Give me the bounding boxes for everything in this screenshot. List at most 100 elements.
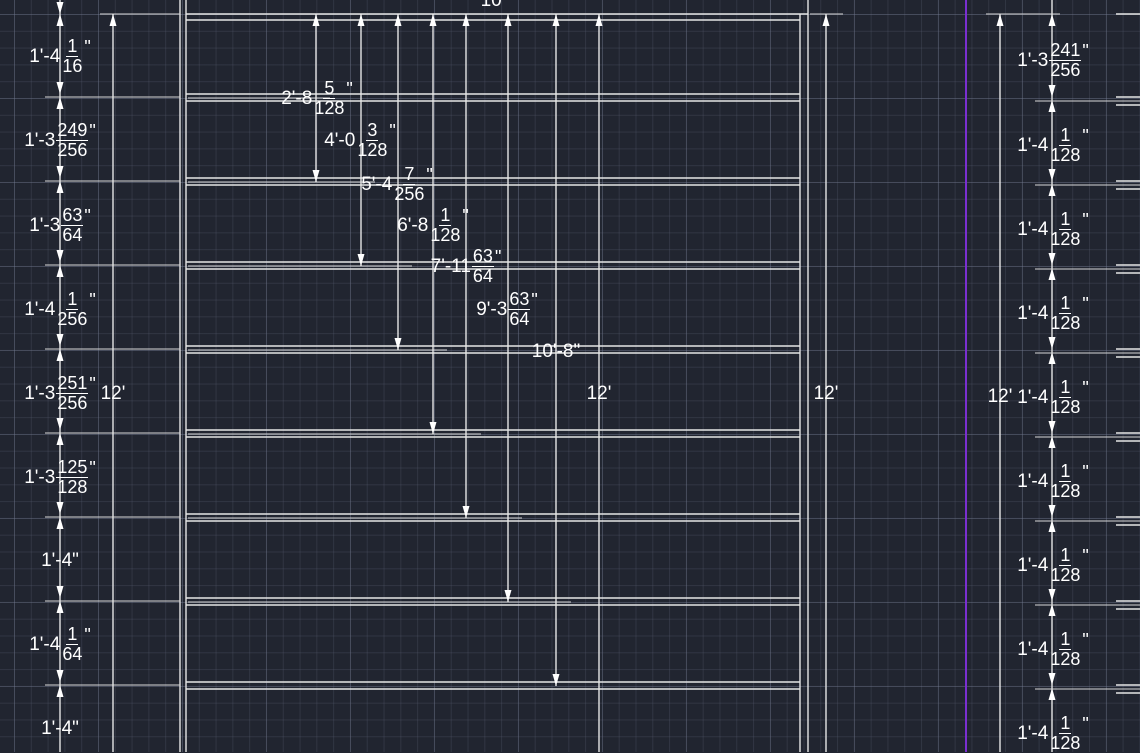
dim-fraction-numerator: 1 <box>1059 124 1072 146</box>
dim-arrow <box>312 14 320 26</box>
dim-arrow <box>462 506 470 518</box>
dim-fraction-denominator: 256 <box>394 183 425 204</box>
dim-arrow <box>1048 352 1056 364</box>
dim-whole: 1'-4 <box>1017 554 1049 576</box>
dim-inch-mark: " <box>84 624 91 645</box>
dim-fraction-numerator: 1 <box>66 623 79 645</box>
dim-arrow <box>56 670 64 682</box>
overall-height-label-left[interactable]: 12' <box>100 382 126 404</box>
dim-arrow <box>1048 85 1056 97</box>
dim-fraction-numerator: 63 <box>508 288 531 310</box>
viewport-divider <box>965 0 967 752</box>
cumulative-dim-label[interactable]: 10'-8" <box>532 342 580 361</box>
dim-fraction-denominator: 128 <box>314 97 345 118</box>
dim-arrow <box>1048 169 1056 181</box>
dim-whole: 1'-3 <box>24 466 56 488</box>
dim-arrow <box>822 14 830 26</box>
dim-whole: 4'-0 <box>324 129 356 151</box>
dim-arrow <box>56 334 64 346</box>
right-panel-overall-label[interactable]: 12' <box>987 385 1013 407</box>
dim-fraction-numerator: 1 <box>66 288 79 310</box>
dim-arrow <box>56 265 64 277</box>
dim-fraction-numerator: 3 <box>366 119 379 141</box>
dim-arrow <box>1048 604 1056 616</box>
left-chain-dim-label[interactable]: 1'-4" <box>41 551 79 570</box>
dim-arrow <box>1048 268 1056 280</box>
overall-height-label-right[interactable]: 12' <box>813 382 839 404</box>
dim-arrow <box>56 14 64 26</box>
dim-arrow <box>1048 184 1056 196</box>
dim-arrow <box>595 14 603 26</box>
dim-arrow <box>312 170 320 182</box>
dim-arrow <box>56 418 64 430</box>
dim-inch-mark: " <box>1082 40 1089 61</box>
top-overall-width-label[interactable]: 10' <box>480 0 506 11</box>
dim-fraction-numerator: 1 <box>1059 628 1072 650</box>
dim-arrow <box>1048 253 1056 265</box>
dim-fraction-denominator: 128 <box>1050 396 1081 417</box>
dim-whole: 1'-4 <box>1017 638 1049 660</box>
dim-arrow <box>56 685 64 697</box>
dim-arrow <box>357 254 365 266</box>
left-chain-dim-label[interactable]: 1'-4" <box>41 719 79 738</box>
dim-fraction-numerator: 1 <box>1059 208 1072 230</box>
dim-whole: 2'-8 <box>281 87 313 109</box>
dim-arrow <box>56 517 64 529</box>
dim-fraction-denominator: 128 <box>1050 144 1081 165</box>
dim-arrow <box>429 14 437 26</box>
dim-arrow <box>1048 100 1056 112</box>
overall-height-label-center[interactable]: 12' <box>586 382 612 404</box>
dim-arrow <box>1048 520 1056 532</box>
dim-fraction-numerator: 1 <box>66 35 79 57</box>
dim-fraction-denominator: 128 <box>1050 732 1081 753</box>
dim-fraction-denominator: 128 <box>357 139 388 160</box>
dim-inch-mark: " <box>462 205 469 226</box>
dim-fraction-denominator: 128 <box>430 224 461 245</box>
dim-fraction-denominator: 128 <box>1050 480 1081 501</box>
dim-inch-mark: " <box>1082 377 1089 398</box>
dim-whole: 7'-11 <box>430 255 471 277</box>
dim-fraction-denominator: 256 <box>57 139 88 160</box>
dim-inch-mark: " <box>1082 713 1089 734</box>
dim-fraction-denominator: 128 <box>57 476 88 497</box>
